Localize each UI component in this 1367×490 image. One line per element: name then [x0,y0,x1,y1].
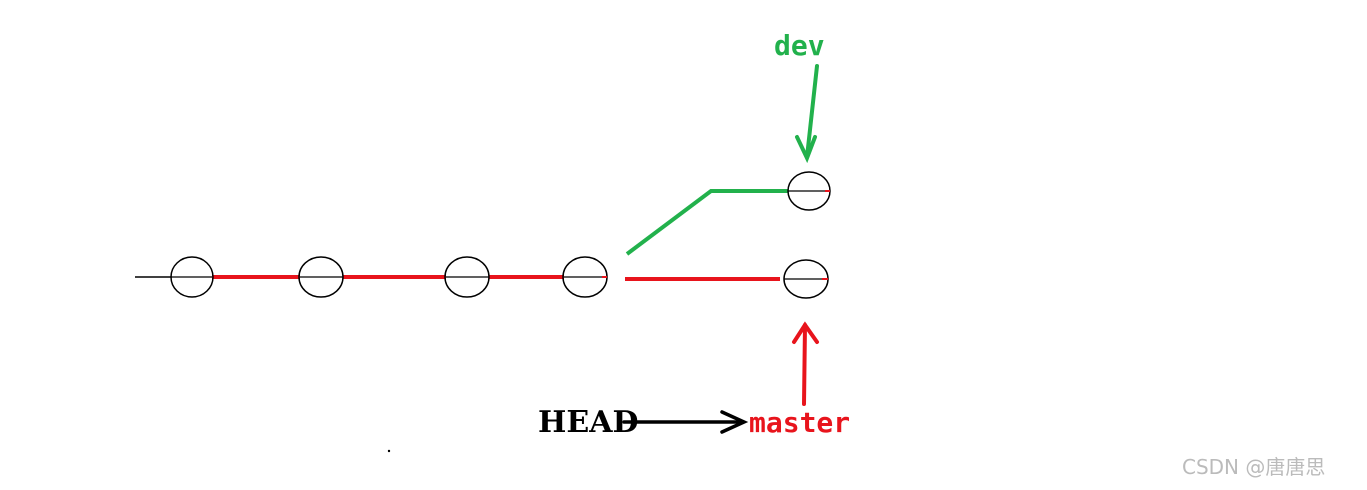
dev-tip-commit-node [787,171,831,211]
dev-branch-line [625,189,788,256]
master-tip-commit-node [783,259,829,299]
commit-node [298,256,344,298]
commit-node [562,256,608,298]
commit-node [170,256,214,298]
stray-dot [387,449,391,453]
watermark-text: CSDN @唐唐思 [1182,455,1325,479]
master-branch-line [212,275,780,281]
master-pointer-arrow [792,321,819,406]
dev-branch-label: dev [774,29,825,62]
head-pointer-arrow [622,410,749,434]
master-branch-label: master [749,406,850,439]
commit-node [444,256,490,298]
dev-pointer-arrow [795,64,819,164]
head-label: HEAD [538,405,639,440]
